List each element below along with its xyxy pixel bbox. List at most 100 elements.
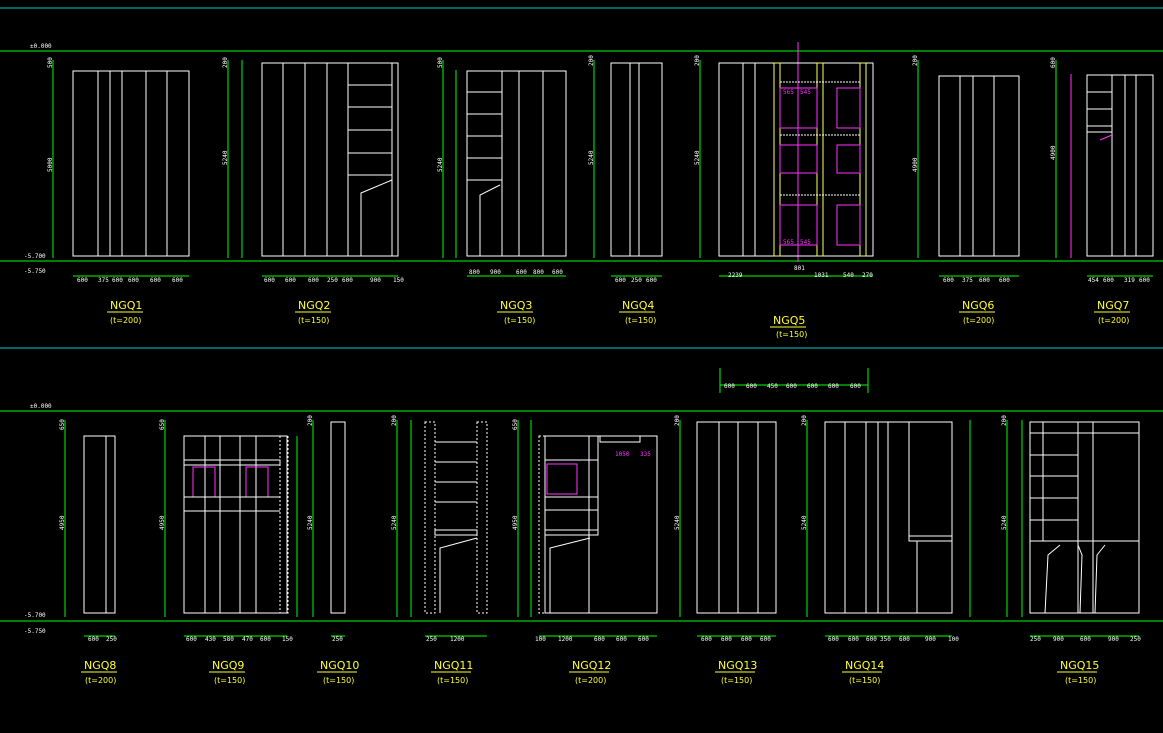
panel-ngq3[interactable]: 5240 500 800 900 600 800 600 NGQ3 (t=150… [437, 57, 567, 325]
dim-bottom: 600 [999, 277, 1010, 284]
dim-bottom: 270 [862, 272, 873, 279]
svg-text:450: 450 [767, 383, 778, 390]
svg-text:600: 600 [828, 383, 839, 390]
panel-ngq9[interactable]: 4950 650 600 430 580 470 600 150 NGQ9 (t… [159, 419, 298, 685]
panel-ngq14[interactable]: 5240 200 600 600 600 350 600 900 100 NGQ… [801, 415, 971, 685]
panel-thickness: (t=200) [963, 316, 994, 325]
dim-top: 200 [588, 55, 595, 66]
svg-text:900: 900 [925, 636, 936, 643]
dim-top: 200 [912, 55, 919, 66]
dim-bottom: 900 [490, 269, 501, 276]
svg-text:100: 100 [948, 636, 959, 643]
level-top-label: ±0.000 [30, 43, 52, 50]
svg-text:(t=150): (t=150) [323, 676, 354, 685]
svg-text:1050: 1050 [615, 451, 630, 458]
panel-name: NGQ1 [110, 299, 142, 312]
panel-ngq8[interactable]: 4950 650 600 250 NGQ8 (t=200) [59, 419, 117, 685]
svg-text:250: 250 [426, 636, 437, 643]
svg-text:4950: 4950 [159, 515, 166, 530]
dim-bottom: 600 [150, 277, 161, 284]
svg-text:900: 900 [1108, 636, 1119, 643]
svg-text:600: 600 [1080, 636, 1091, 643]
level-top-label: ±0.000 [30, 403, 52, 410]
svg-text:600: 600 [260, 636, 271, 643]
panel-thickness: (t=150) [776, 330, 807, 339]
svg-text:900: 900 [1053, 636, 1064, 643]
svg-text:600: 600 [760, 636, 771, 643]
dim-top: 200 [694, 55, 701, 66]
panel-name: NGQ7 [1097, 299, 1129, 312]
panel-ngq15[interactable]: 5240 200 250 900 600 900 250 NGQ15 (t=15… [1001, 415, 1141, 685]
panel-ngq6[interactable]: 4900 200 600 375 600 600 NGQ6 (t=200) [912, 55, 1020, 325]
svg-text:600: 600 [807, 383, 818, 390]
svg-text:NGQ15: NGQ15 [1060, 659, 1099, 672]
svg-text:(t=150): (t=150) [437, 676, 468, 685]
dim-bottom: 540 [843, 272, 854, 279]
svg-text:5240: 5240 [1001, 515, 1008, 530]
dim-height: 5240 [222, 150, 229, 165]
svg-text:600: 600 [594, 636, 605, 643]
panel-name: NGQ4 [622, 299, 654, 312]
panel-ngq10[interactable]: 5240 200 250 NGQ10 (t=150) [307, 415, 359, 685]
svg-text:4950: 4950 [59, 515, 66, 530]
dim-bottom: 600 [285, 277, 296, 284]
dim-top: 500 [47, 57, 54, 68]
panel-thickness: (t=200) [1098, 316, 1129, 325]
dim-bottom: 600 [342, 277, 353, 284]
dim-bottom: 375 [962, 277, 973, 284]
panel-name: NGQ2 [298, 299, 330, 312]
svg-text:250: 250 [1030, 636, 1041, 643]
svg-text:NGQ13: NGQ13 [718, 659, 757, 672]
level-bottom-note: -5.750 [24, 268, 46, 275]
svg-text:600: 600 [724, 383, 735, 390]
svg-text:600: 600 [186, 636, 197, 643]
dim-bottom: 375 [98, 277, 109, 284]
panel-ngq11[interactable]: 5240 200 250 1200 NGQ11 (t=150) [391, 415, 488, 685]
svg-text:5240: 5240 [801, 515, 808, 530]
svg-text:4950: 4950 [512, 515, 519, 530]
dim-bottom: 600 [979, 277, 990, 284]
dim-bottom: 600 [77, 277, 88, 284]
row2-top-dimension: 600 600 450 600 600 600 600 [719, 368, 869, 393]
svg-text:(t=150): (t=150) [214, 676, 245, 685]
svg-text:250: 250 [1130, 636, 1141, 643]
dim-bottom: 150 [393, 277, 404, 284]
panel-ngq13[interactable]: 5240 200 600 600 600 600 NGQ13 (t=150) [674, 415, 777, 685]
svg-text:600: 600 [88, 636, 99, 643]
dim-bottom: 454 [1088, 277, 1099, 284]
svg-text:650: 650 [59, 419, 66, 430]
panel-ngq4[interactable]: 5240 200 600 250 600 NGQ4 (t=150) [588, 55, 663, 325]
panel-ngq7[interactable]: 4900 600 454 600 319 600 NGQ7 (t=200) [1050, 57, 1154, 325]
dim-top: 500 [437, 57, 444, 68]
svg-text:600: 600 [701, 636, 712, 643]
svg-text:NGQ9: NGQ9 [212, 659, 244, 672]
dim-bottom: 900 [370, 277, 381, 284]
dim-top: 200 [222, 57, 229, 68]
svg-text:470: 470 [242, 636, 253, 643]
panel-thickness: (t=150) [504, 316, 535, 325]
svg-text:5240: 5240 [391, 515, 398, 530]
svg-text:100: 100 [535, 636, 546, 643]
svg-text:600: 600 [638, 636, 649, 643]
dim-bottom: 600 [308, 277, 319, 284]
small-dim: 565 [783, 239, 794, 246]
dim-bottom: 800 [469, 269, 480, 276]
svg-text:600: 600 [850, 383, 861, 390]
dim-bottom: 800 [533, 269, 544, 276]
panel-ngq1[interactable]: 5000 500 600 375 600 600 600 600 NGQ1 (t… [47, 57, 190, 325]
panel-thickness: (t=150) [298, 316, 329, 325]
dim-bottom: 319 [1124, 277, 1135, 284]
dim-bottom: 600 [264, 277, 275, 284]
dim-bottom: 801 [794, 265, 805, 272]
panel-name: NGQ3 [500, 299, 532, 312]
svg-text:600: 600 [899, 636, 910, 643]
dim-height: 5240 [588, 150, 595, 165]
panel-ngq5[interactable]: 5240 200 565 545 565 545 2239 801 1031 5… [694, 42, 874, 339]
svg-text:600: 600 [828, 636, 839, 643]
svg-text:150: 150 [282, 636, 293, 643]
panel-ngq2[interactable]: 5240 200 600 600 600 250 600 900 150 NGQ… [222, 57, 404, 325]
svg-text:NGQ12: NGQ12 [572, 659, 611, 672]
panel-ngq12[interactable]: 4950 650 1050 335 100 1200 600 600 600 N… [512, 419, 658, 685]
svg-text:350: 350 [880, 636, 891, 643]
